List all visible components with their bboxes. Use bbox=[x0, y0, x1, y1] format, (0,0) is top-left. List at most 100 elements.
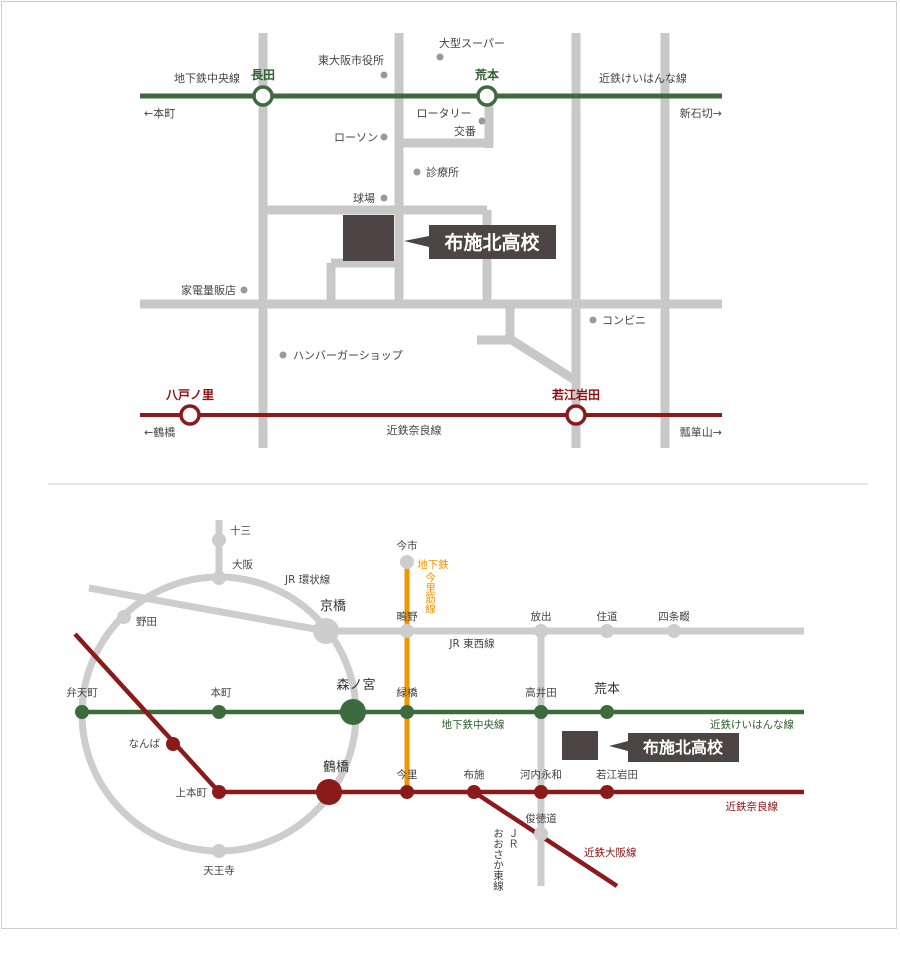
landmark-electronics: 家電量販店 bbox=[181, 283, 236, 297]
station-dot-noda bbox=[117, 610, 131, 624]
label-midoribashi: 緑橋 bbox=[397, 686, 418, 699]
station-dot-hanaten bbox=[534, 624, 548, 638]
school-name-route: 布施北高校 bbox=[643, 738, 724, 757]
station-marker-nagata bbox=[252, 85, 274, 107]
label-wakaeiwata: 若江岩田 bbox=[596, 768, 638, 781]
namba-line-route bbox=[73, 632, 221, 794]
station-dot-honmachi bbox=[212, 705, 226, 719]
label-imazato: 今里 bbox=[397, 768, 418, 781]
landmark-dot bbox=[240, 286, 248, 294]
station-dot-shuntokumichi-overlay bbox=[534, 827, 548, 841]
station-yaenosato: 八戸ノ里 bbox=[165, 387, 214, 402]
label-bentencho: 弁天町 bbox=[66, 686, 98, 699]
label-uehommachi: 上本町 bbox=[176, 786, 208, 799]
landmark-city-hall: 東大阪市役所 bbox=[318, 53, 384, 67]
label-keihanna: 近鉄けいはんな線 bbox=[710, 718, 794, 731]
school-marker-route bbox=[562, 731, 598, 760]
station-marker-wakaeiwata bbox=[565, 404, 587, 426]
landmark-dot bbox=[380, 194, 388, 202]
label-fuse: 布施 bbox=[464, 768, 485, 781]
label-noda: 野田 bbox=[136, 616, 157, 628]
dir-honmachi: ←本町 bbox=[144, 106, 175, 120]
station-dot-tsuruhashi bbox=[316, 779, 342, 805]
street bbox=[504, 333, 581, 386]
label-loop: JR 環状線 bbox=[284, 573, 331, 586]
school-callout-pointer-route bbox=[609, 741, 628, 751]
label-takaida: 高井田 bbox=[525, 686, 557, 699]
station-dot-takaida bbox=[534, 705, 548, 719]
label-osaka-higashi-jr: ＪＲ bbox=[507, 828, 519, 849]
station-dot-bentencho bbox=[75, 705, 89, 719]
local-map: 長田 荒本 八戸ノ里 若江岩田 地下鉄中央線 近鉄けいはんな線 ←本町 新石切→… bbox=[140, 33, 722, 448]
label-juso: 十三 bbox=[230, 524, 251, 537]
label-osaka: 大阪 bbox=[232, 558, 253, 571]
school-marker bbox=[343, 215, 394, 261]
label-imazatosuji-line: 地下鉄 bbox=[417, 558, 449, 571]
label-morinomiya: 森ノ宮 bbox=[336, 677, 375, 693]
streets bbox=[140, 33, 722, 448]
station-wakaeiwata: 若江岩田 bbox=[551, 387, 600, 402]
station-dot-aramoto bbox=[600, 705, 614, 719]
route-map: 十三 大阪 JR 環状線 京橋 野田 今市 地下鉄 今里筋線 鴫野 放出 住道 … bbox=[66, 520, 804, 891]
label-imazatosuji-vertical: 今里筋線 bbox=[424, 571, 436, 614]
chuo-line-label: 地下鉄中央線 bbox=[174, 71, 240, 85]
label-kawachieiwa: 河内永和 bbox=[520, 768, 562, 781]
station-dot-wakaeiwata bbox=[600, 785, 614, 799]
landmark-clinic: 診療所 bbox=[426, 165, 459, 179]
label-osaka-higashi: おおさか東線 bbox=[492, 828, 504, 891]
station-dot-shijonawate bbox=[667, 624, 681, 638]
landmark-convenience: コンビニ bbox=[602, 314, 646, 327]
school-callout-pointer bbox=[404, 236, 429, 247]
station-dot-fuse bbox=[467, 785, 481, 799]
landmark-supermarket: 大型スーパー bbox=[439, 36, 505, 50]
landmark-dot bbox=[279, 351, 287, 359]
station-dot-juso bbox=[212, 533, 226, 547]
label-tennoji: 天王寺 bbox=[203, 865, 235, 877]
label-sumimichi: 住道 bbox=[597, 610, 618, 623]
station-dot-midoribashi bbox=[400, 705, 414, 719]
station-dot-kawachieiwa bbox=[534, 785, 548, 799]
station-dot-morinomiya bbox=[340, 699, 366, 725]
school-name: 布施北高校 bbox=[444, 231, 540, 254]
station-dot-osaka bbox=[212, 571, 226, 585]
label-shuntokumichi: 俊徳道 bbox=[525, 812, 557, 825]
station-nagata: 長田 bbox=[251, 67, 275, 82]
label-shijonawate: 四条畷 bbox=[658, 610, 690, 623]
landmark-dot bbox=[589, 316, 597, 324]
label-honmachi: 本町 bbox=[211, 686, 232, 699]
landmark-dot bbox=[380, 71, 388, 79]
label-aramoto: 荒本 bbox=[594, 682, 620, 697]
landmark-dot bbox=[380, 133, 388, 141]
landmark-lawson: ローソン bbox=[334, 131, 378, 144]
label-imaichi: 今市 bbox=[397, 539, 418, 552]
label-hanaten: 放出 bbox=[531, 610, 552, 623]
landmark-dot bbox=[413, 168, 421, 176]
station-dot-kyobashi bbox=[313, 618, 339, 644]
station-marker-yaenosato bbox=[179, 404, 201, 426]
label-tsuruhashi: 鶴橋 bbox=[323, 759, 349, 775]
map-frame bbox=[1, 1, 897, 929]
label-nara-line: 近鉄奈良線 bbox=[726, 800, 779, 813]
landmark-dot bbox=[478, 117, 486, 125]
label-namba: なんば bbox=[129, 738, 161, 750]
label-shigino: 鴫野 bbox=[397, 610, 418, 623]
label-osaka-line: 近鉄大阪線 bbox=[584, 846, 637, 859]
station-dot-imazato bbox=[400, 785, 414, 799]
dir-shinishikiri: 新石切→ bbox=[680, 106, 722, 120]
station-aramoto: 荒本 bbox=[474, 67, 499, 82]
landmark-ballpark: 球場 bbox=[353, 191, 375, 205]
station-marker-aramoto bbox=[476, 85, 498, 107]
dir-hyotanyama: 瓢箪山→ bbox=[680, 425, 722, 439]
dir-tsuruhashi: ←鶴橋 bbox=[144, 425, 175, 439]
landmark-dot bbox=[436, 53, 444, 61]
landmark-koban: 交番 bbox=[454, 124, 476, 138]
landmark-burger: ハンバーガーショップ bbox=[293, 349, 403, 362]
station-dot-tennoji bbox=[212, 844, 226, 858]
label-tozai: JR 東西線 bbox=[448, 637, 495, 650]
label-kyobashi: 京橋 bbox=[320, 599, 346, 614]
station-dot-shigino bbox=[400, 624, 414, 638]
label-chuo-line: 地下鉄中央線 bbox=[442, 718, 505, 731]
station-dot-imaichi bbox=[400, 555, 414, 569]
jr-tozai-line-west bbox=[88, 584, 327, 635]
